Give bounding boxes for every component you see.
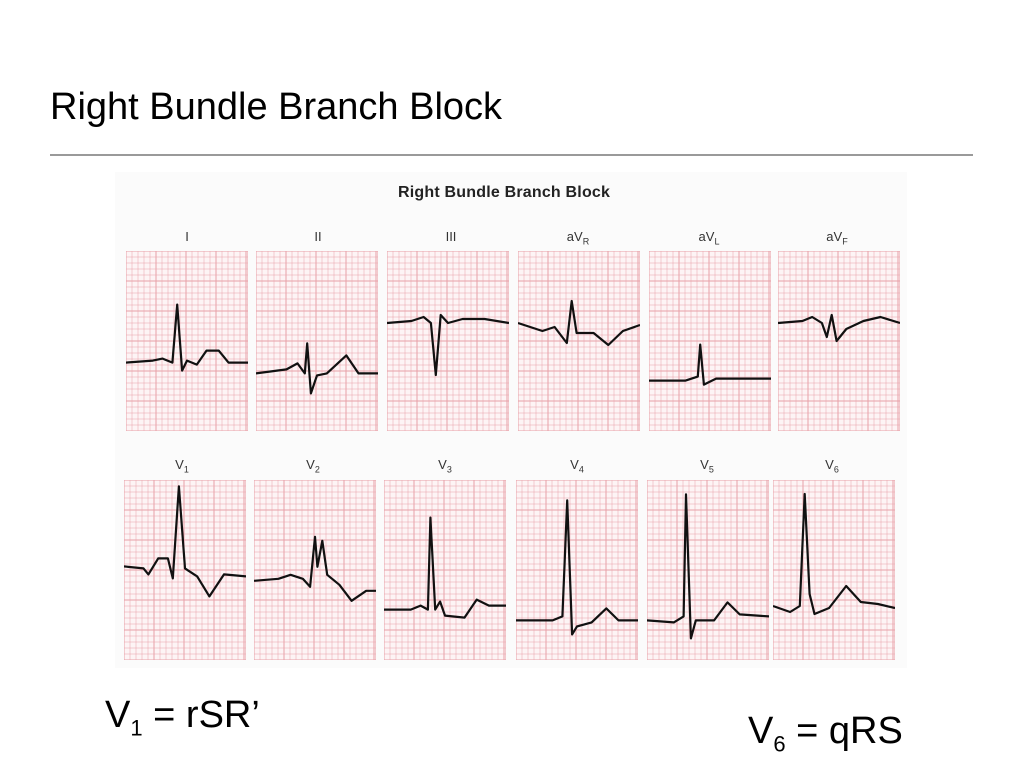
lead-label: V3 bbox=[438, 457, 452, 475]
caption-v6-sub: 6 bbox=[773, 731, 786, 757]
ecg-strip bbox=[647, 480, 769, 660]
lead-subscript: 3 bbox=[446, 464, 452, 475]
lead-subscript: R bbox=[582, 236, 590, 247]
ecg-trace bbox=[254, 535, 376, 602]
ecg-strip bbox=[254, 480, 376, 660]
figure-title: Right Bundle Branch Block bbox=[398, 184, 611, 201]
lead-name: V bbox=[306, 457, 315, 472]
ecg-trace bbox=[778, 313, 900, 343]
caption-v6-lead: V bbox=[748, 710, 774, 752]
lead-label: I bbox=[185, 229, 189, 244]
ecg-strip bbox=[387, 251, 509, 431]
ecg-strip bbox=[516, 480, 638, 660]
ecg-trace bbox=[124, 485, 246, 598]
caption-v1-sub: 1 bbox=[130, 715, 143, 741]
lead-name: aV bbox=[826, 229, 843, 244]
lead-subscript: 1 bbox=[183, 464, 189, 475]
ecg-trace bbox=[773, 492, 895, 616]
lead-subscript: 6 bbox=[833, 464, 839, 475]
lead-label: II bbox=[314, 229, 321, 244]
ecg-trace bbox=[126, 303, 248, 372]
ecg-strip bbox=[124, 480, 246, 660]
lead-name: aV bbox=[566, 229, 583, 244]
caption-v1: V1 = rSR’ bbox=[105, 694, 260, 742]
ecg-strip bbox=[256, 251, 378, 431]
ecg-trace bbox=[518, 299, 640, 347]
lead-label: III bbox=[446, 229, 457, 244]
lead-label: aVL bbox=[699, 229, 720, 247]
lead-label: V6 bbox=[825, 457, 839, 475]
ecg-trace bbox=[649, 343, 771, 386]
lead-label: aVF bbox=[826, 229, 847, 247]
lead-name: II bbox=[314, 229, 322, 244]
lead-subscript: F bbox=[842, 236, 848, 247]
lead-name: V bbox=[825, 457, 834, 472]
lead-name: V bbox=[570, 457, 579, 472]
lead-name: V bbox=[175, 457, 184, 472]
ecg-trace bbox=[516, 499, 638, 636]
lead-label: V4 bbox=[570, 457, 584, 475]
caption-v6: V6 = qRS bbox=[748, 710, 903, 758]
caption-v1-pattern: = rSR’ bbox=[142, 694, 260, 736]
lead-name: V bbox=[438, 457, 447, 472]
lead-label: aVR bbox=[567, 229, 589, 247]
ecg-trace bbox=[256, 342, 378, 395]
caption-v1-lead: V bbox=[105, 694, 131, 736]
ecg-strip bbox=[384, 480, 506, 660]
lead-label: V2 bbox=[306, 457, 320, 475]
ecg-strip bbox=[126, 251, 248, 431]
lead-name: III bbox=[445, 229, 457, 244]
lead-subscript: L bbox=[714, 236, 720, 247]
lead-subscript: 2 bbox=[314, 464, 320, 475]
lead-label: V1 bbox=[175, 457, 189, 475]
lead-subscript: 4 bbox=[578, 464, 584, 475]
title-divider bbox=[50, 154, 973, 156]
lead-label: V5 bbox=[700, 457, 714, 475]
ecg-strip bbox=[778, 251, 900, 431]
lead-name: I bbox=[185, 229, 189, 244]
lead-subscript: 5 bbox=[708, 464, 714, 475]
ecg-trace bbox=[384, 516, 506, 619]
slide-title: Right Bundle Branch Block bbox=[50, 86, 503, 128]
ecg-strip bbox=[773, 480, 895, 660]
ecg-trace bbox=[647, 493, 769, 640]
ecg-strip bbox=[518, 251, 640, 431]
ecg-trace bbox=[387, 313, 509, 377]
lead-name: aV bbox=[698, 229, 715, 244]
ecg-strip bbox=[649, 251, 771, 431]
lead-name: V bbox=[700, 457, 709, 472]
caption-v6-pattern: = qRS bbox=[785, 710, 903, 752]
